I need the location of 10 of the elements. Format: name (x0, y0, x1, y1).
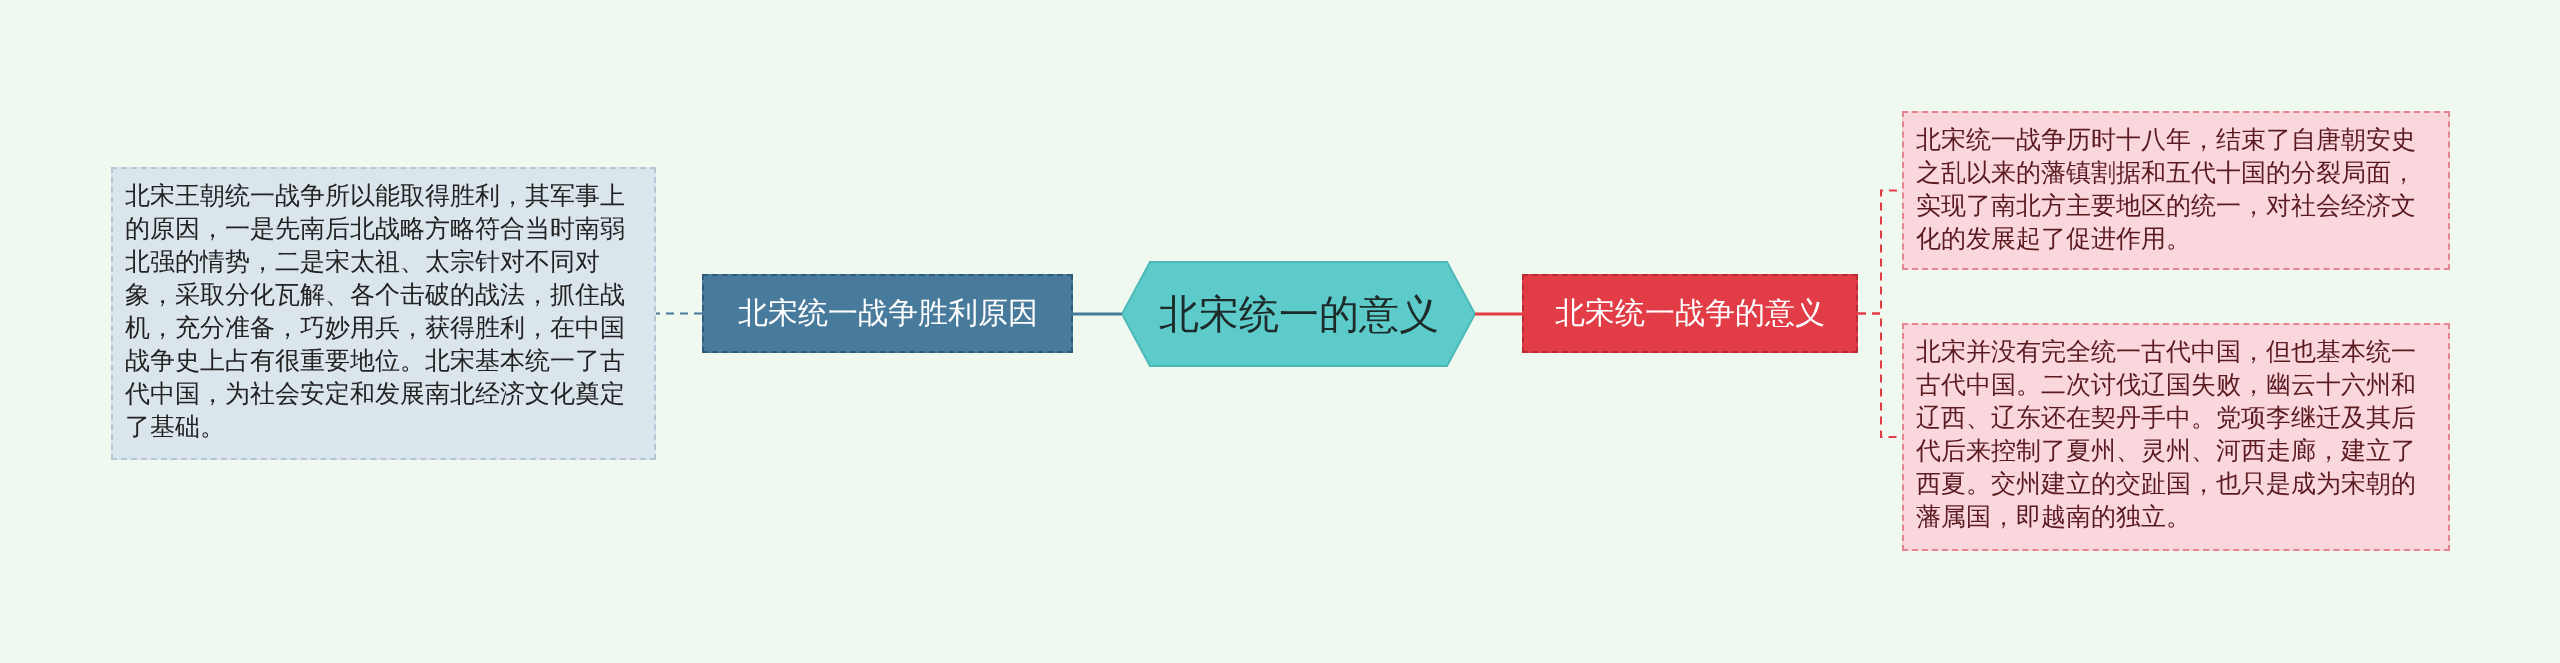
title-text: 北宋统一的意义 (1158, 289, 1439, 339)
topic-box: 北宋统一战争的意义 (1522, 274, 1858, 353)
connector-line (1073, 312, 1122, 316)
note-box: 北宋并没有完全统一古代中国，但也基本统一古代中国。二次讨伐辽国失败，幽云十六州和辽西、辽东还在契丹手中。党项李继迁及其后代后来控制了夏州、灵州、河西走廊，建立了西夏。交州建立的交趾国，也只是成为宋朝的藩属国，即越南的独立。 (1902, 323, 2450, 551)
hexagon-box (1122, 261, 1475, 367)
connector-line (655, 312, 703, 315)
note-box: 北宋统一战争历时十八年，结束了自唐朝安史之乱以来的藩镇割据和五代十国的分裂局面，实现了南北方主要地区的统一，对社会经济文化的发展起了促进作用。 (1902, 111, 2450, 270)
note-box: 北宋王朝统一战争所以能取得胜利，其军事上的原因，一是先南后北战略方略符合当时南弱北强的情势，二是宋太祖、太宗针对不同对象，采取分化瓦解、各个击破的战法，抓住战机，充分准备，巧妙用兵，获得胜利，在中国战争史上占有很重要地位。北宋基本统一了古代中国，为社会安定和发展南北经济文化奠定了基础。 (111, 167, 656, 460)
topic-box: 北宋统一战争胜利原因 (702, 274, 1073, 353)
connector-line (1475, 312, 1522, 316)
